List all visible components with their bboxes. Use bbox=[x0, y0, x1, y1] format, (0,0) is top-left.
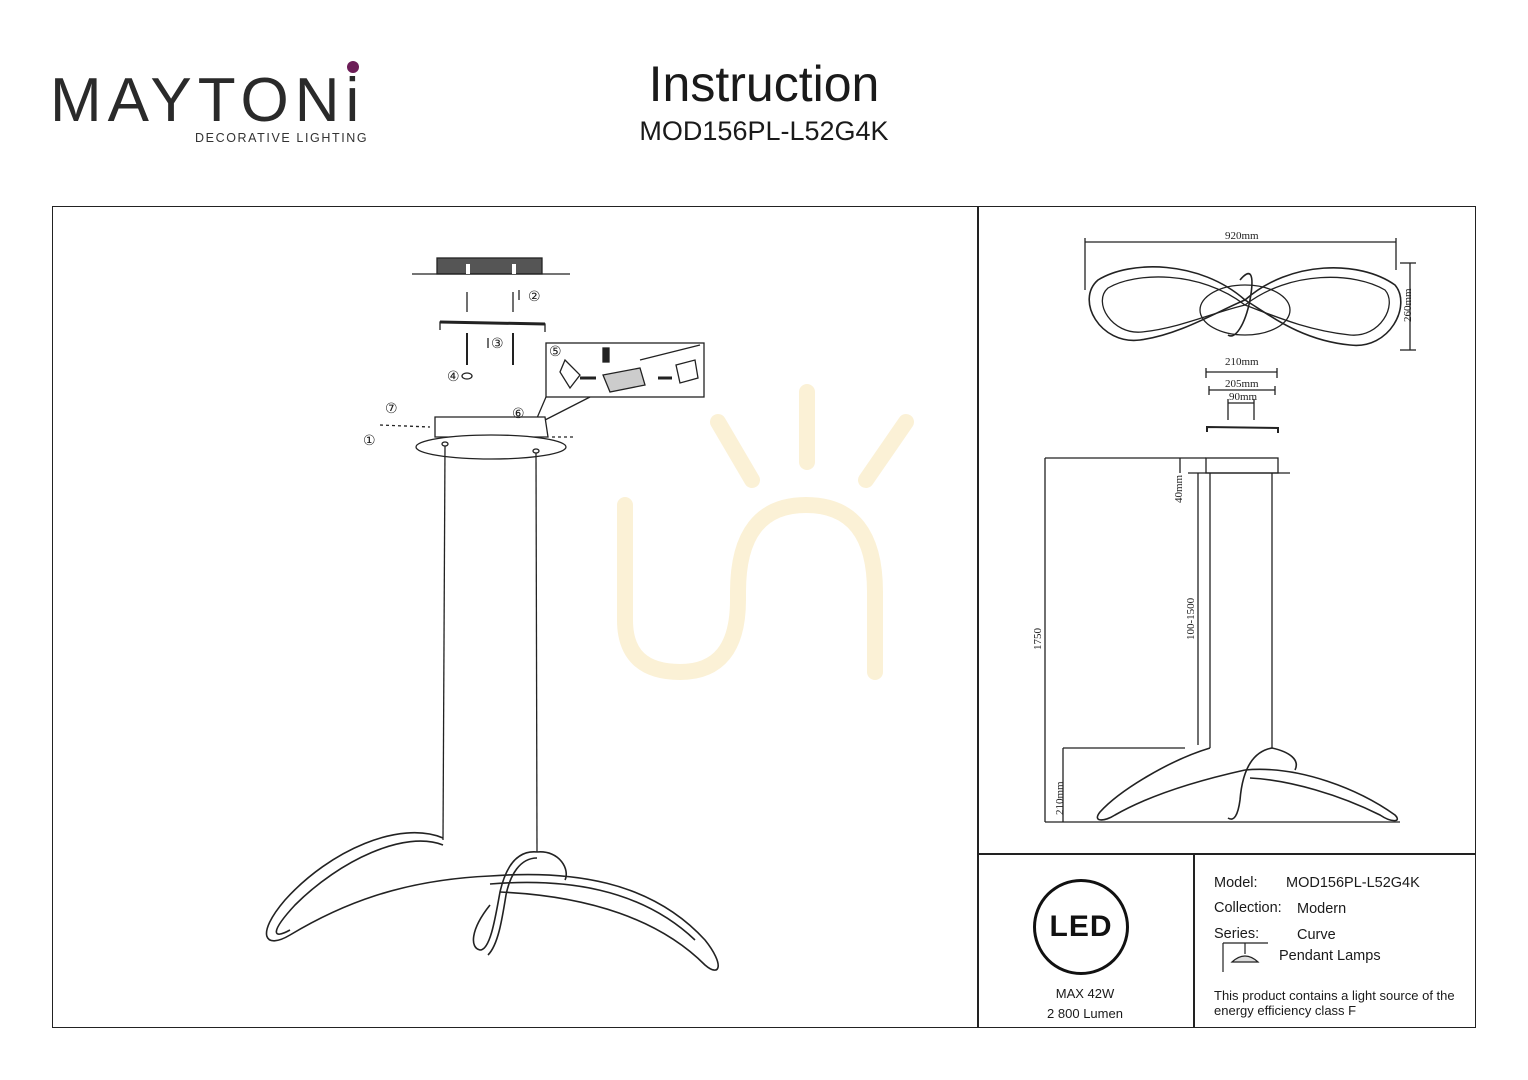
ceiling-mount-illustration bbox=[412, 257, 570, 275]
wire-connector-detail bbox=[536, 342, 705, 421]
dim-cable-length: 100-1500 bbox=[1185, 597, 1197, 640]
step-label-1: ① bbox=[363, 432, 376, 448]
spec-collection-value: Modern bbox=[1297, 901, 1347, 917]
dim-width: 920mm bbox=[1225, 230, 1259, 242]
led-badge: LED bbox=[1033, 879, 1129, 975]
dim-body-height: 210mm bbox=[1054, 781, 1066, 815]
step-label-6: ⑥ bbox=[512, 405, 525, 421]
mounting-bracket-illustration bbox=[439, 320, 546, 332]
dim-canopy: 210mm bbox=[1225, 356, 1259, 368]
led-power: MAX 42W bbox=[1055, 986, 1115, 1001]
screw-anchor-illustration bbox=[461, 290, 520, 380]
step-label-4: ④ bbox=[447, 368, 460, 384]
led-lumen: 2 800 Lumen bbox=[1047, 1006, 1123, 1021]
brand-logo: MAYTONi DECORATIVE LIGHTING bbox=[50, 58, 370, 148]
page-title: Instruction bbox=[648, 56, 880, 112]
logo-tagline: DECORATIVE LIGHTING bbox=[195, 131, 369, 145]
dim-bracket: 205mm bbox=[1225, 378, 1259, 390]
model-heading: MOD156PL-L52G4K bbox=[639, 116, 889, 146]
spec-series-value: Curve bbox=[1297, 927, 1336, 943]
pendant-lamp-illustration bbox=[265, 831, 719, 971]
spec-type-value: Pendant Lamps bbox=[1279, 948, 1381, 964]
pendant-lamp-icon bbox=[1222, 942, 1268, 972]
spec-collection-label: Collection: bbox=[1214, 900, 1282, 916]
step-label-7: ⑦ bbox=[385, 400, 398, 416]
step-label-5: ⑤ bbox=[549, 343, 562, 359]
dim-mount-spacing: 90mm bbox=[1229, 391, 1258, 403]
logo-wordmark: MAYTONi bbox=[50, 66, 366, 135]
dim-depth: 260mm bbox=[1402, 288, 1414, 322]
spec-model-value: MOD156PL-L52G4K bbox=[1286, 875, 1420, 891]
suspension-cables bbox=[442, 445, 538, 853]
top-view-illustration bbox=[1084, 238, 1416, 351]
watermark-icon bbox=[617, 384, 914, 681]
canopy-illustration bbox=[379, 416, 575, 460]
instruction-frame bbox=[52, 206, 1476, 1028]
logo-accent-dot bbox=[347, 61, 359, 73]
step-label-3: ③ bbox=[491, 335, 504, 351]
energy-class-note: This product contains a light source of … bbox=[1214, 988, 1455, 1018]
led-badge-text: LED bbox=[1049, 910, 1113, 943]
spec-divider-vertical bbox=[1193, 853, 1195, 1028]
spec-model-label: Model: bbox=[1214, 875, 1258, 891]
spec-divider-horizontal bbox=[977, 853, 1476, 855]
spec-series-label: Series: bbox=[1214, 926, 1260, 942]
dim-canopy-height: 40mm bbox=[1173, 474, 1185, 503]
panel-divider-vertical bbox=[977, 206, 979, 1028]
step-label-2: ② bbox=[528, 288, 541, 304]
side-view-illustration bbox=[1044, 368, 1400, 823]
dim-total-height: 1750 bbox=[1032, 628, 1044, 650]
